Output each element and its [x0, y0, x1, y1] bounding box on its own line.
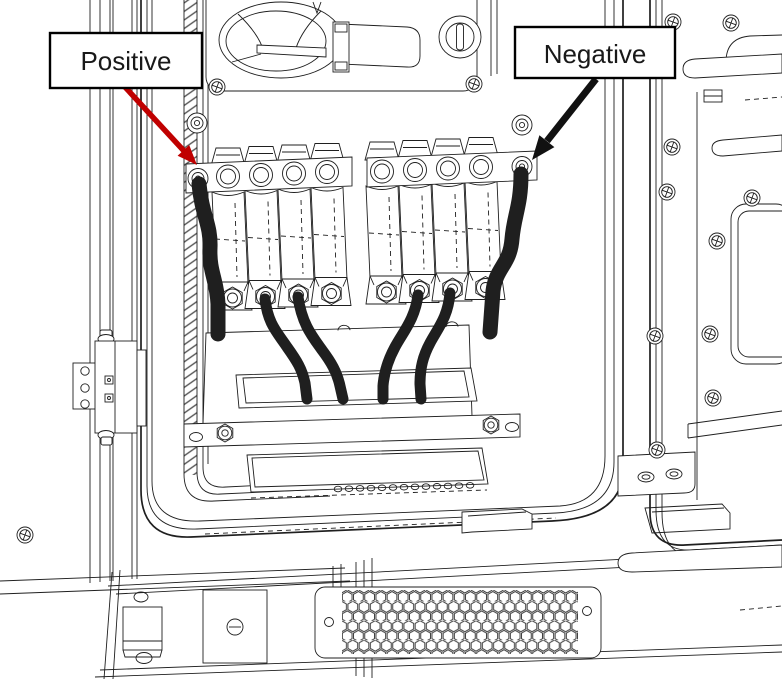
- gland-plate: [183, 321, 521, 448]
- vent-perforations: [342, 590, 578, 654]
- switch-knob: [218, 1, 344, 79]
- handle-bar-top: [682, 53, 782, 79]
- bus-bolt-icon: [436, 156, 460, 181]
- gland-flange: [183, 413, 521, 448]
- bus-bolt-icon: [315, 160, 339, 184]
- position-mark: [312, 1, 322, 15]
- bus-bolt-icon: [469, 155, 493, 179]
- positive-feed-cable: [191, 176, 226, 342]
- screw-icon: [704, 389, 722, 407]
- door-hinge: [72, 329, 147, 446]
- handle-bar-bottom: [617, 544, 782, 573]
- standoff-icon: [511, 114, 533, 136]
- negative-label: Negative: [544, 39, 647, 69]
- handle-bar-mid: [711, 134, 782, 157]
- fuse-bank-positive: [185, 143, 353, 311]
- bus-bolt-icon: [249, 163, 273, 187]
- mounting-bracket: [617, 451, 696, 497]
- stud-plate: [202, 589, 268, 664]
- disconnect-switch: [186, 0, 533, 136]
- door-latch: [122, 606, 163, 651]
- bottom-panel: [122, 586, 602, 664]
- negative-cable: [414, 287, 456, 405]
- negative-arrowhead: [532, 135, 555, 160]
- screw-icon: [701, 325, 719, 343]
- positive-arrow-line: [122, 85, 187, 153]
- vent-screw-left: [324, 617, 334, 627]
- bus-bolt-icon: [403, 158, 427, 182]
- screw-icon: [465, 75, 483, 93]
- switch-grip: [256, 44, 327, 58]
- negative-cables: [377, 166, 529, 405]
- fuse-bank-negative: [364, 137, 538, 305]
- screw-icon: [658, 183, 676, 201]
- lower-opening: [246, 447, 533, 534]
- screw-icon: [16, 526, 34, 544]
- terminal-hole-row: [333, 482, 475, 493]
- bus-bolt-icon: [370, 159, 394, 184]
- positive-cable: [259, 293, 313, 405]
- callout-positive: Positive: [48, 31, 204, 165]
- negative-cable: [377, 289, 424, 405]
- positive-arrowhead: [177, 145, 197, 165]
- flange-nut-icon: [216, 423, 234, 443]
- screw-icon: [708, 232, 726, 250]
- right-panel: [617, 34, 782, 611]
- standoff-icon: [186, 112, 208, 134]
- screw-icon: [663, 138, 681, 156]
- callout-negative: Negative: [513, 25, 677, 160]
- negative-arrow-line: [544, 76, 599, 144]
- negative-feed-cable: [482, 166, 529, 340]
- recessed-tray: [644, 503, 731, 534]
- bus-bolt-icon: [216, 164, 240, 189]
- switch-handle: [339, 23, 421, 68]
- screw-icon: [648, 441, 666, 459]
- positive-cable: [292, 291, 349, 405]
- screw-icon: [743, 189, 761, 207]
- positive-cables: [191, 176, 349, 405]
- positive-label: Positive: [80, 46, 171, 76]
- screw-icon: [646, 327, 664, 345]
- negative-label-box: [513, 25, 677, 80]
- positive-label-box: [48, 31, 204, 90]
- bus-bolt-icon: [282, 161, 306, 186]
- side-window: [730, 203, 782, 365]
- screw-icon: [208, 78, 226, 96]
- vent-screw-right: [582, 606, 592, 616]
- screw-icon: [722, 14, 740, 32]
- handle-collar: [332, 21, 350, 73]
- flange-nut-icon: [482, 415, 500, 435]
- lock-slot: [456, 23, 464, 51]
